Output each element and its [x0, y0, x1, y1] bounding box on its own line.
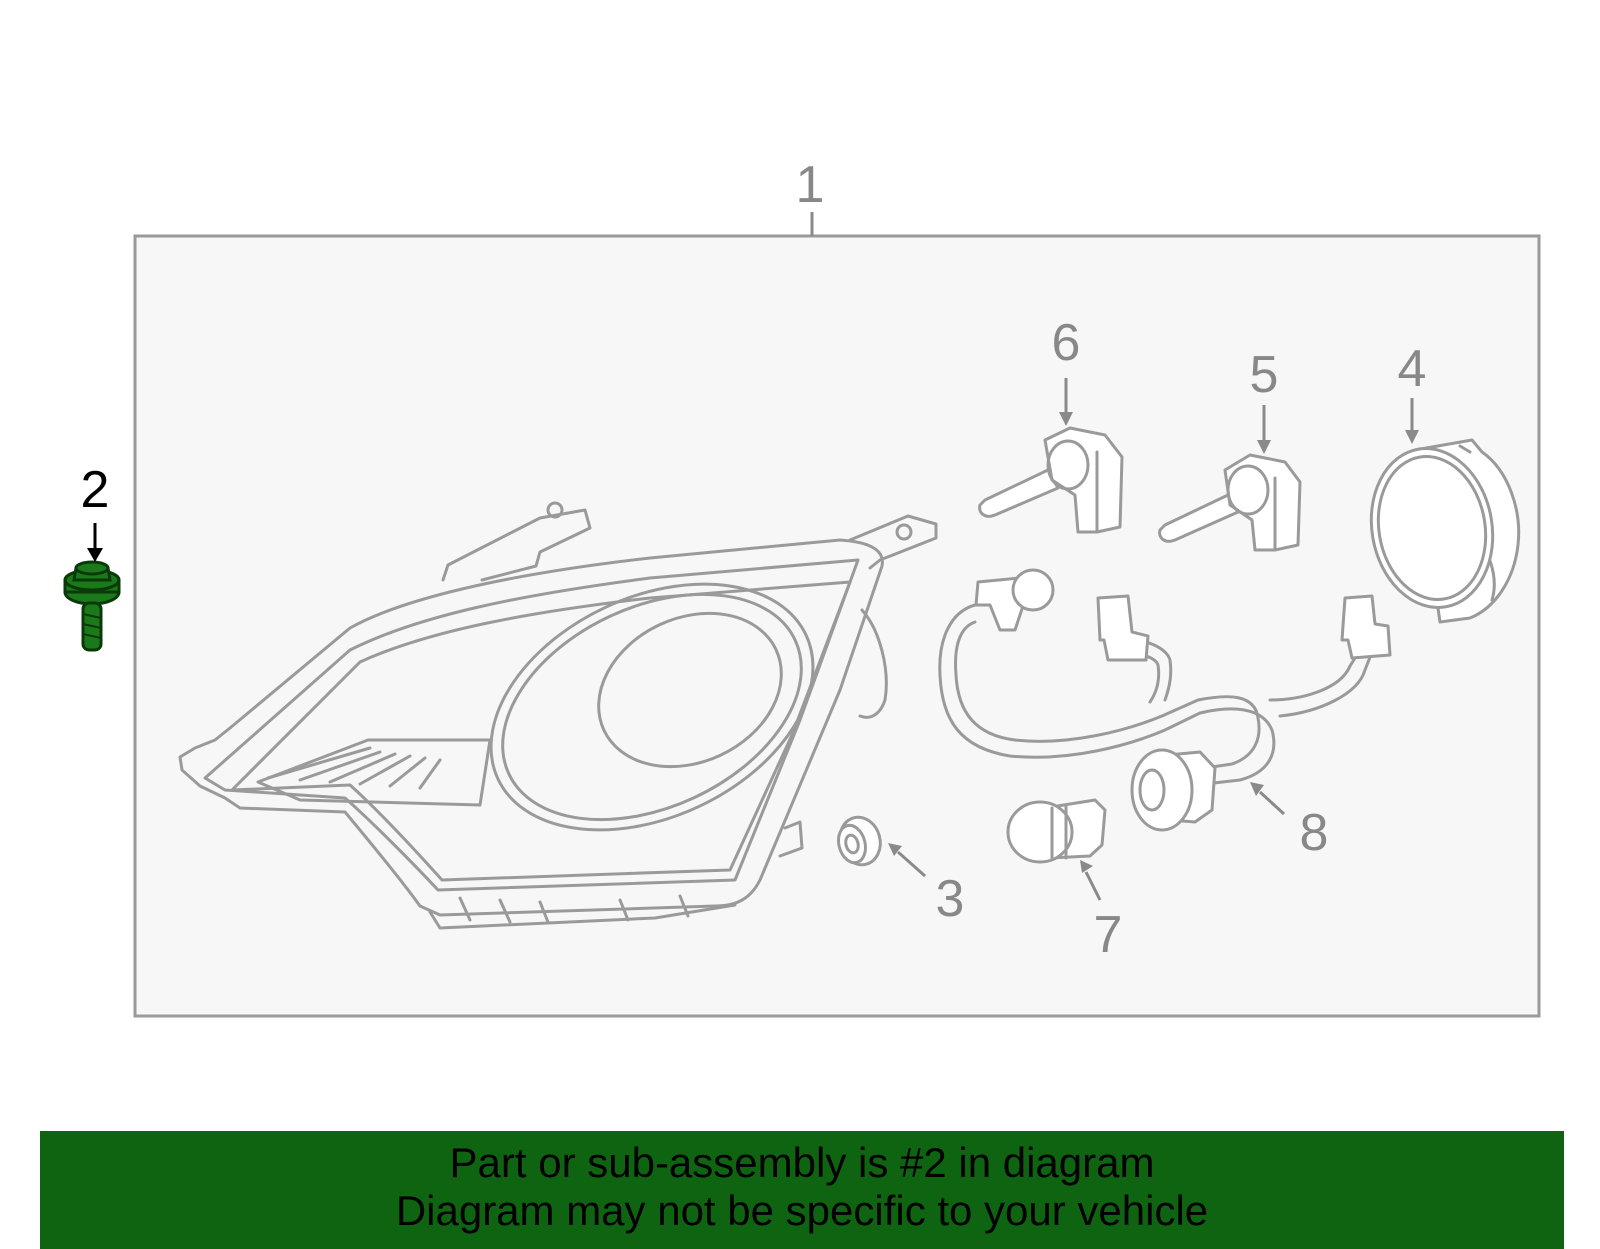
callout-2-label[interactable]: 2 [81, 461, 110, 519]
callout-7-arrowhead [1080, 860, 1093, 873]
callout-8-leader [1258, 790, 1286, 816]
grommet-part-3[interactable] [834, 813, 885, 870]
callout-4-label[interactable]: 4 [1398, 340, 1427, 398]
callout-6-arrowhead [1059, 412, 1073, 426]
callout-1-label[interactable]: 1 [796, 156, 825, 214]
cap-part-4[interactable] [1359, 438, 1521, 624]
callout-7-label[interactable]: 7 [1094, 906, 1123, 964]
callout-3-label[interactable]: 3 [936, 870, 965, 928]
bulb-part-6[interactable] [978, 426, 1124, 534]
callout-8-label[interactable]: 8 [1300, 804, 1329, 862]
callout-8-arrowhead [1250, 782, 1264, 796]
harness-part-8[interactable] [938, 568, 1392, 832]
headlamp-assembly[interactable] [178, 501, 938, 930]
screw-part-2[interactable] [63, 560, 121, 652]
callout-5-label[interactable]: 5 [1250, 346, 1279, 404]
banner-line-disclaimer: Diagram may not be specific to your vehi… [395, 1187, 1209, 1234]
callout-4-arrowhead [1405, 430, 1419, 444]
bulb-part-7[interactable] [1006, 798, 1107, 864]
callout-6-label[interactable]: 6 [1052, 314, 1081, 372]
callout-7-leader [1084, 871, 1102, 901]
banner-line-part: Part or sub-assembly is #2 in diagram [449, 1139, 1155, 1186]
info-banner: Part or sub-assembly is #2 in diagram Di… [40, 1131, 1564, 1249]
callout-3-leader [897, 850, 926, 878]
callout-2-arrowhead [87, 548, 103, 562]
callout-5-arrowhead [1257, 440, 1271, 454]
callout-3-arrowhead [888, 843, 902, 856]
assembly-panel [133, 234, 1541, 1018]
bulb-part-5[interactable] [1158, 453, 1302, 552]
